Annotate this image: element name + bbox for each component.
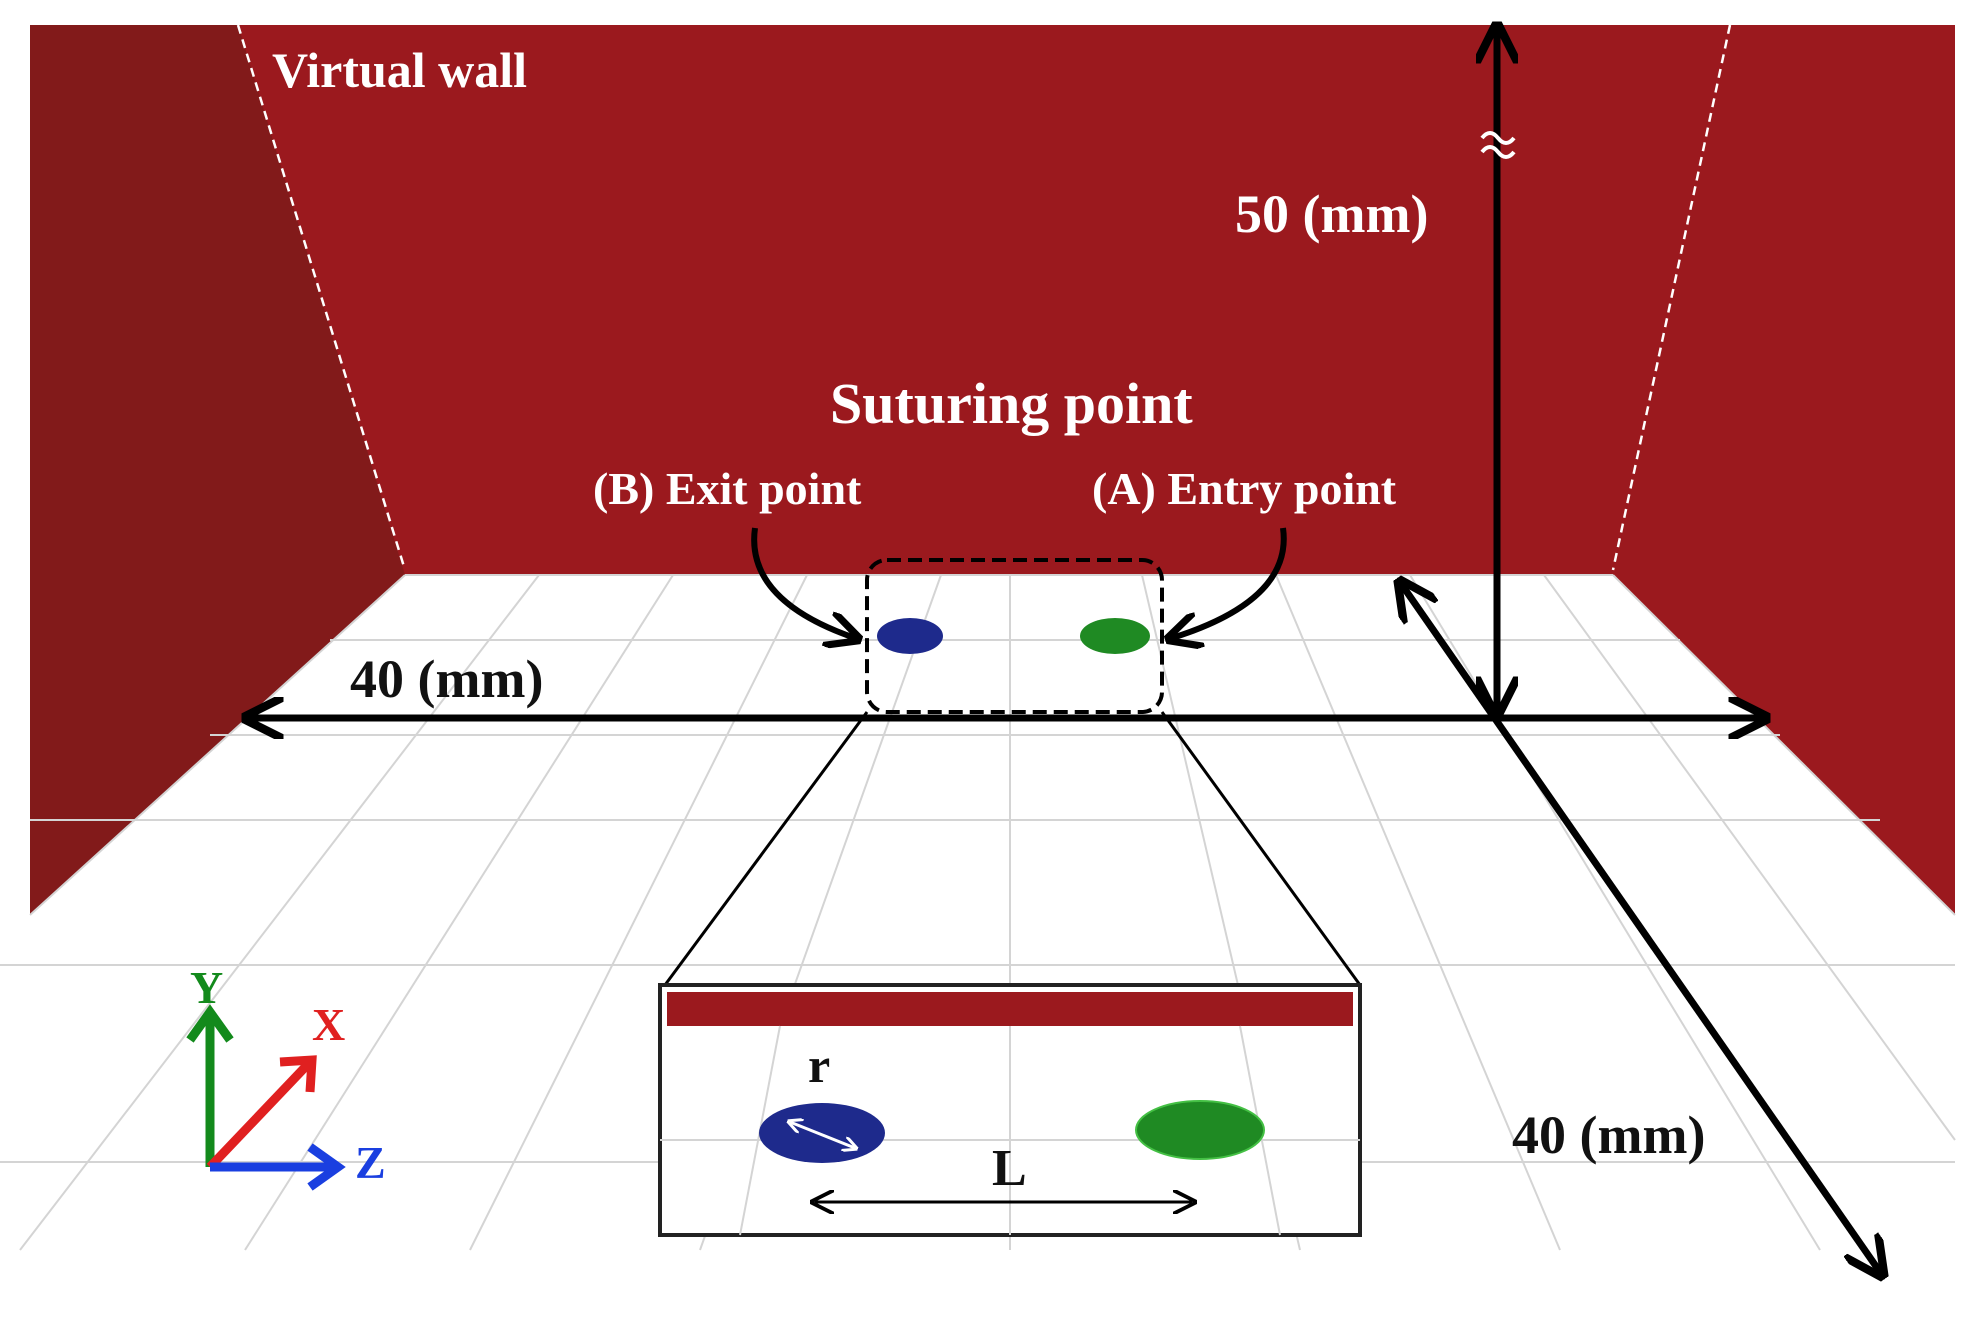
inset-entry-marker — [1135, 1100, 1265, 1160]
coordinate-axes — [186, 1004, 346, 1191]
zoom-line-left — [663, 711, 869, 986]
height-dimension-label: 50 (mm) — [1235, 184, 1429, 244]
wall-edges — [236, 24, 1732, 571]
x-axis-arrow — [206, 1058, 314, 1171]
zoom-line-right — [1160, 711, 1362, 986]
y-axis-label: Y — [190, 962, 224, 1013]
distance-label: L — [992, 1140, 1027, 1197]
inset-zoom-panel — [658, 983, 1362, 1237]
radius-arrow — [790, 1122, 855, 1148]
suturing-point-title: Suturing point — [830, 371, 1193, 436]
depth-dimension-label: 40 (mm) — [1512, 1105, 1706, 1165]
radius-label: r — [808, 1037, 831, 1093]
depth-dimension-arrow — [1402, 585, 1880, 1272]
z-axis-label: Z — [355, 1137, 386, 1188]
exit-point-arrow — [751, 527, 855, 638]
x-axis-label: X — [312, 999, 346, 1050]
entry-point-arrow — [1172, 527, 1287, 638]
inset-exit-marker — [759, 1103, 885, 1163]
height-break-mark — [1480, 131, 1516, 159]
exit-point-marker — [877, 618, 943, 654]
exit-point-label: (B) Exit point — [593, 463, 862, 514]
virtual-wall-label: Virtual wall — [272, 42, 528, 98]
entry-point-marker — [1080, 618, 1150, 654]
left-wall — [30, 25, 405, 915]
entry-point-label: (A) Entry point — [1092, 463, 1397, 514]
width-dimension-label: 40 (mm) — [350, 649, 544, 709]
